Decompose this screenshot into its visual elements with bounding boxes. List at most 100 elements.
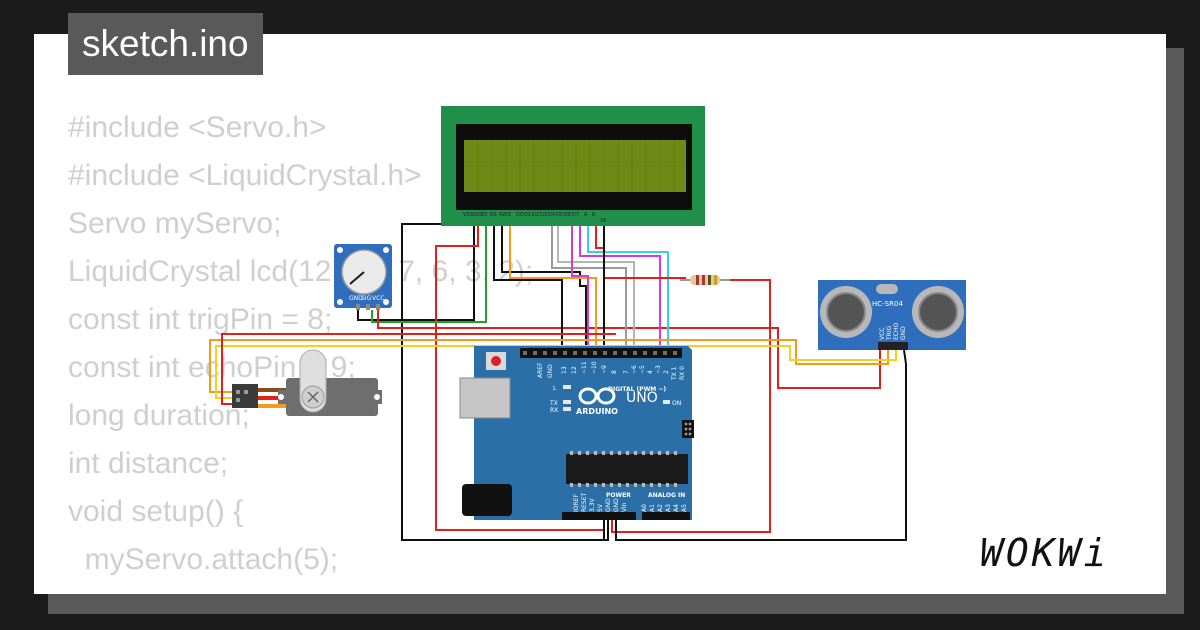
resistor[interactable] <box>680 275 730 285</box>
pin-label: ~6 <box>631 365 638 374</box>
led-label: RX <box>550 407 558 414</box>
sensor-pin-label: GND <box>900 326 907 340</box>
code-line: const int trigPin = 8; <box>68 303 333 336</box>
lcd-pin-label: D4 <box>548 212 555 218</box>
lcd-pin-label: D6 <box>564 212 571 218</box>
pin-label: AREF <box>537 362 544 378</box>
pin-label: GND <box>547 364 554 378</box>
pot-pin-label: VCC <box>372 295 384 302</box>
wire-cyan <box>587 220 669 358</box>
analog-header <box>642 512 690 520</box>
lcd-pin-label: K <box>592 212 596 218</box>
pin-label: 13 <box>561 366 568 374</box>
pin-label: GND <box>613 498 620 512</box>
pin-label: 2 <box>663 370 670 374</box>
power-header <box>562 512 636 520</box>
lcd-pin-label: D2 <box>532 212 539 218</box>
wire-magenta <box>571 220 589 358</box>
pot-pin-label: SIG <box>361 295 372 302</box>
pin-label: A5 <box>681 504 688 512</box>
pin-label: ~11 <box>581 361 588 374</box>
lcd-pin-label: RW <box>499 212 507 218</box>
code-line: #include <Servo.h> <box>68 111 327 144</box>
wire-magenta <box>579 220 661 358</box>
power-label: POWER <box>606 492 631 499</box>
wire-black <box>357 220 475 321</box>
pin-label: ~9 <box>601 365 608 374</box>
pin-label: 4 <box>647 370 654 374</box>
wire-orange <box>509 220 597 358</box>
lcd-pin-label: VDD <box>472 212 483 218</box>
lcd-pin-label: D3 <box>540 212 547 218</box>
wokwi-logo: WOKWi <box>980 531 1109 575</box>
lcd-char-grid <box>464 140 686 192</box>
pin-label: 7 <box>623 370 630 374</box>
board-brand: ARDUINO <box>576 407 618 416</box>
pin-label: 12 <box>571 366 578 374</box>
code-line: int distance; <box>68 447 229 480</box>
pot-pin-label: GND <box>349 295 363 302</box>
arduino-uno-board[interactable]: GND AREF 13 12 ~11 ~10 ~9 8 7 ~6 ~5 4 ~3… <box>459 346 694 520</box>
sensor-label: HC-SR04 <box>872 300 903 308</box>
pin-label: TX 1 <box>671 366 678 381</box>
code-line: long duration; <box>68 399 250 432</box>
lcd-pin-label: D5 <box>556 212 563 218</box>
led-label: TX <box>549 400 558 407</box>
lcd-display[interactable]: VSS VDD V0 RS RW E D0 D1 D2 D3 D4 D5 D6 … <box>441 106 705 226</box>
code-line: lcd.begin(16, 2); <box>68 584 533 594</box>
arduino-logo-icon <box>578 387 598 405</box>
lcd-pin-labels: VSS VDD V0 RS RW E D0 D1 D2 D3 D4 D5 D6 … <box>463 212 606 224</box>
pin-label: 5V <box>597 503 604 512</box>
code-line: myServo.attach(5); <box>68 543 339 576</box>
pin-label: Vin <box>621 502 628 512</box>
lcd-pin-label: D1 <box>524 212 531 218</box>
wire-grey <box>551 220 627 358</box>
board-model: UNO <box>626 390 658 406</box>
code-line: void setup() { <box>68 495 244 528</box>
pin-label: RESET <box>581 492 588 512</box>
wire-red <box>377 310 881 389</box>
pin-label: A0 <box>641 504 648 512</box>
lcd-pin-label: D0 <box>516 212 523 218</box>
sensor-pin-label: VCC <box>879 328 886 340</box>
lcd-pin-label: D7 <box>572 212 579 218</box>
pin-label: A1 <box>649 504 656 512</box>
pin-label: ~5 <box>639 365 646 374</box>
servo-motor[interactable] <box>232 349 382 416</box>
arduino-logo-icon <box>596 387 616 405</box>
crystal-icon <box>876 284 898 294</box>
wire-black <box>615 349 907 541</box>
sensor-pin-label: ECHO <box>893 323 900 340</box>
file-name-tab[interactable]: sketch.ino <box>68 13 263 75</box>
code-line: Servo myServo; <box>68 207 282 240</box>
pin-label: ~3 <box>655 365 662 374</box>
ultrasonic-sensor[interactable]: HC-SR04 VCC TRIG ECHO GND <box>818 280 966 350</box>
wire-red <box>595 220 686 279</box>
potentiometer[interactable]: GND SIG VCC <box>334 244 392 310</box>
wokwi-logo-text: WOKWi <box>980 531 1109 575</box>
code-line: #include <LiquidCrystal.h> <box>68 159 422 192</box>
power-pin-labels: IOREF RESET 3.3V 5V GND GND Vin <box>573 492 628 512</box>
power-jack <box>462 484 512 516</box>
wire-green <box>371 220 487 323</box>
lcd-pin-label: V0 <box>481 212 488 218</box>
analog-pin-labels: A0 A1 A2 A3 A4 A5 <box>641 504 688 512</box>
lcd-pin-label: A <box>584 212 588 218</box>
digital-label: DIGITAL (PWM ~) <box>608 386 666 393</box>
wire-red <box>611 279 771 533</box>
wire-black <box>493 220 563 358</box>
usb-port <box>459 377 511 419</box>
pin-label: 3.3V <box>589 497 596 512</box>
pin-label: A2 <box>657 504 664 512</box>
pin-label: RX 0 <box>679 366 686 380</box>
led-label: L <box>553 385 557 392</box>
pin-label: GND <box>605 498 612 512</box>
header-holes <box>523 351 677 355</box>
digital-header <box>520 348 682 358</box>
pin-label: ~10 <box>591 361 598 374</box>
reset-button-cap[interactable] <box>491 356 501 366</box>
lcd-pin-label: RS <box>490 212 497 218</box>
wire-black <box>501 220 587 358</box>
sensor-pin-label: TRIG <box>886 325 893 341</box>
